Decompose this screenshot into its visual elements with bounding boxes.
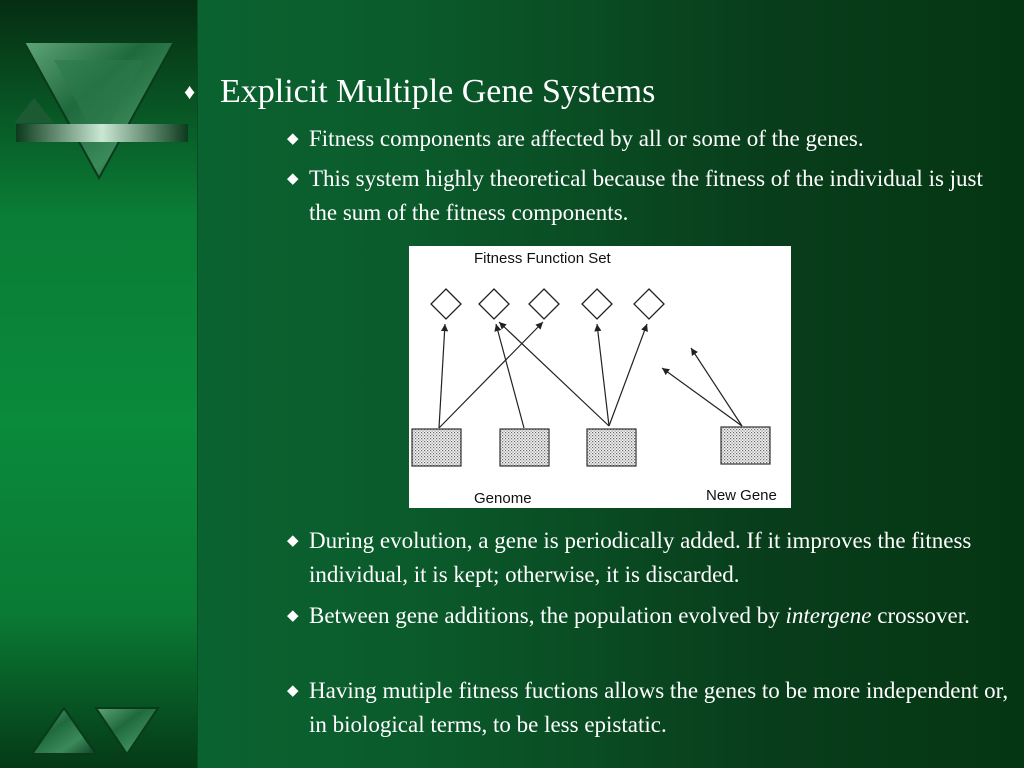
bullet-text: Between gene additions, the population e…	[309, 599, 1012, 633]
bullet-text: Fitness components are affected by all o…	[309, 126, 864, 151]
new-gene-box	[720, 426, 771, 465]
bullet-diamond-icon: ◆	[287, 171, 299, 187]
bullet-diamond-icon: ◆	[287, 608, 299, 624]
genome-gene-box	[411, 428, 462, 467]
fitness-function-node	[581, 288, 613, 320]
bullet-text: During evolution, a gene is periodically…	[309, 528, 972, 587]
bullet-text: This system highly theoretical because t…	[309, 166, 983, 225]
bullet-item: ◆ Between gene additions, the population…	[287, 599, 1012, 633]
genome-gene-box	[586, 428, 637, 467]
fitness-function-set-label: Fitness Function Set	[474, 250, 612, 267]
sidebar-panel	[0, 0, 198, 768]
fitness-function-node	[633, 288, 665, 320]
fitness-function-node	[478, 288, 510, 320]
bullet-item: ◆ This system highly theoretical because…	[287, 162, 1012, 230]
bullet-text-emphasis: intergene	[785, 603, 872, 628]
genome-gene-box	[499, 428, 550, 467]
bullet-item: ◆ Having mutiple fitness fuctions allows…	[287, 674, 1012, 742]
slide-title-text: Explicit Multiple Gene Systems	[220, 73, 656, 110]
triangle-pair-ornament-icon	[32, 706, 160, 756]
bullet-text-part: Between gene additions, the population e…	[309, 603, 786, 628]
bullet-item: ◆ Fitness components are affected by all…	[287, 122, 1012, 156]
genome-label: Genome	[474, 490, 532, 507]
bullet-diamond-icon: ◆	[287, 131, 299, 147]
bullet-diamond-icon: ◆	[287, 533, 299, 549]
bullet-diamond-icon: ◆	[287, 683, 299, 699]
inverted-triangle-ornament-icon	[14, 41, 188, 181]
bullet-text: Having mutiple fitness fuctions allows t…	[309, 678, 1009, 737]
fitness-function-diagram: Fitness Function Set Genome New Gene	[409, 246, 791, 508]
new-gene-label: New Gene	[706, 487, 777, 504]
fitness-function-node	[430, 288, 462, 320]
fitness-function-node	[528, 288, 560, 320]
bullet-item: ◆ During evolution, a gene is periodical…	[287, 524, 1012, 592]
bullet-diamond-icon: ♦	[184, 79, 196, 104]
bullet-text-part: crossover.	[871, 603, 970, 628]
